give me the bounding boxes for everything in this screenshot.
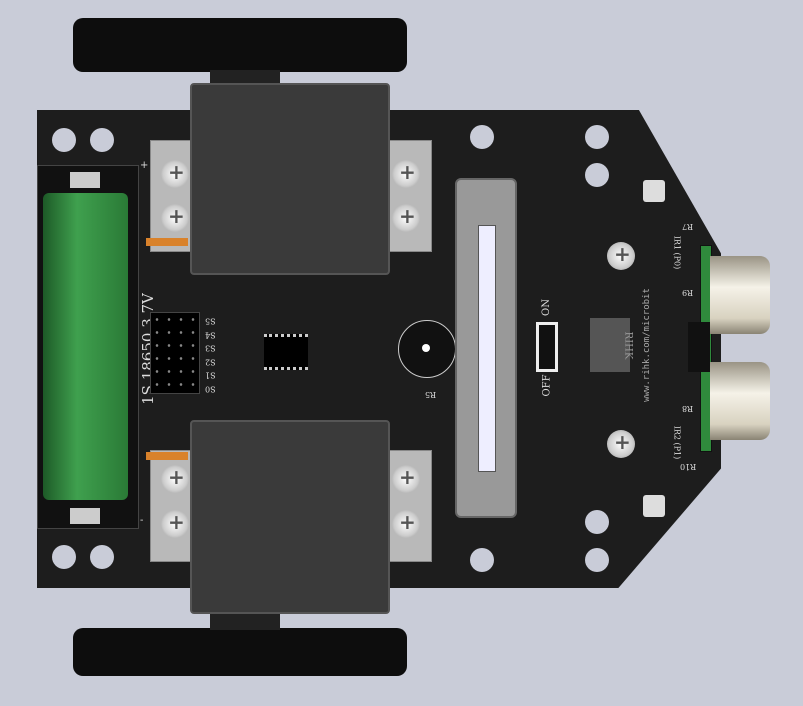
button[interactable] [643,495,665,517]
screw [161,204,189,232]
mounting-hole [90,545,114,569]
mounting-hole [585,163,609,187]
battery-contact [70,508,100,524]
switch-off-label: OFF [541,374,553,397]
header-label: S1 [205,370,216,380]
mounting-hole [470,125,494,149]
power-switch[interactable] [536,322,558,372]
ir1-label: IR1 (P0) [672,235,682,270]
ultrasonic-transducer [710,362,770,440]
buzzer-center [422,344,430,352]
header-labels: S5 S4 S3 S2 S1 S0 [205,314,216,395]
mounting-hole [52,545,76,569]
rihk-robot-logo [590,318,630,372]
header-label: S0 [205,384,216,393]
servo-wire [146,452,188,460]
mounting-hole [90,128,114,152]
screw [607,430,635,458]
ultrasonic-connector [688,322,710,372]
resistor-r7-label: R7 [682,222,694,231]
servo-top [190,83,390,275]
mounting-hole [585,510,609,534]
screw [607,242,635,270]
screw [161,160,189,188]
resistor-r9-label: R9 [682,288,694,297]
top-wheel [73,18,407,72]
driver-chip [264,334,308,370]
logo-text: RIHK [622,331,634,360]
resistor-r5-label: R5 [425,390,437,399]
battery-plus: + [140,160,149,171]
mounting-hole [585,548,609,572]
website-text: www.rihk.com/microbit [641,288,652,402]
ir2-label: IR2 (P1) [672,425,682,460]
mounting-hole [470,548,494,572]
header-label: S2 [205,357,216,366]
servo-wire [146,238,188,246]
battery-contact [70,172,100,188]
screw [392,510,420,538]
header-label: S3 [205,343,216,353]
resistor-r10-label: R10 [680,462,697,471]
battery-cell [43,193,128,500]
servo-header [150,312,200,394]
switch-on-label: ON [540,299,552,316]
servo-bottom [190,420,390,614]
mounting-hole [52,128,76,152]
battery-minus: - [140,515,144,526]
button[interactable] [643,180,665,202]
mounting-hole [585,125,609,149]
ultrasonic-transducer [710,256,770,334]
screw [161,510,189,538]
screw [392,204,420,232]
screw [161,465,189,493]
screw [392,465,420,493]
screw [392,160,420,188]
resistor-r8-label: R8 [682,404,694,413]
bottom-wheel-hub [210,612,280,630]
buzzer [398,320,456,378]
header-label: S5 [205,316,216,326]
bottom-wheel [73,628,407,676]
connector-slot [478,225,496,472]
header-label: S4 [205,330,216,339]
